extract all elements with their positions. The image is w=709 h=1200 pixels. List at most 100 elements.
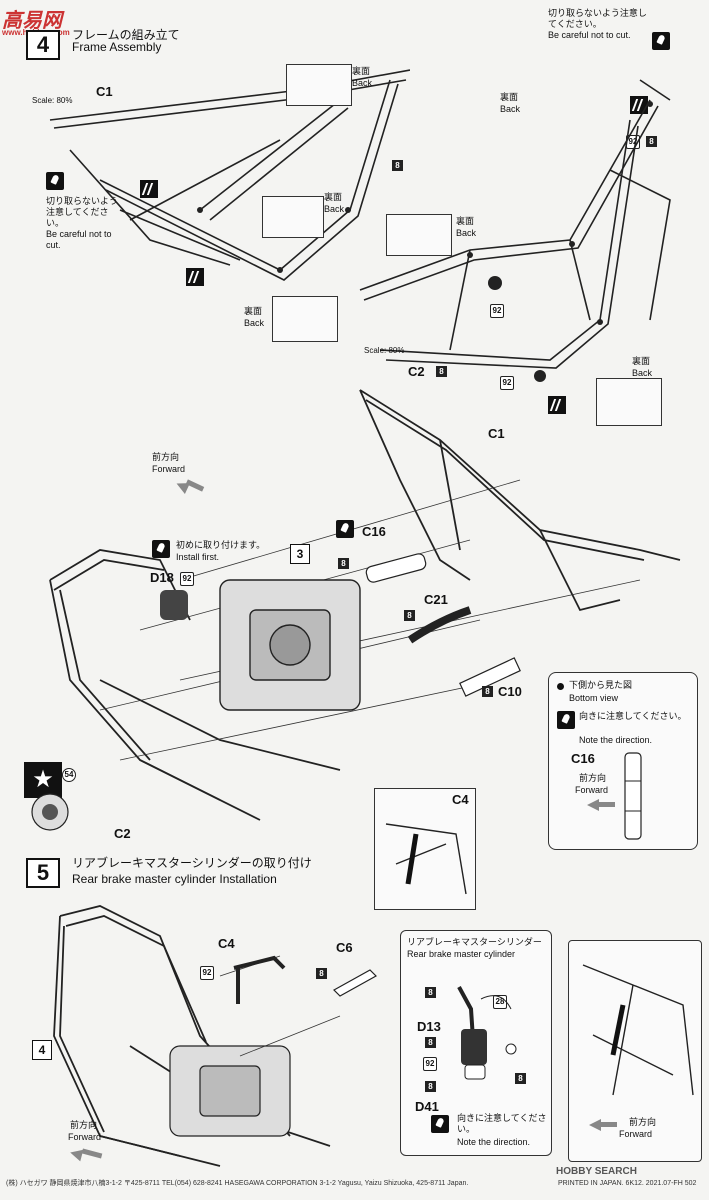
caution-icon	[652, 32, 670, 50]
part-number-8: 8	[392, 160, 403, 171]
forward-label-jp: 前方向	[579, 773, 607, 783]
part-d18-label: D18	[150, 570, 174, 585]
footer-brand: HOBBY SEARCH	[556, 1166, 637, 1177]
back-label-jp: 裏面	[244, 306, 263, 316]
back-label-en: Back	[244, 318, 265, 328]
part-d13-label: D13	[417, 1019, 441, 1034]
forward-arrow-icon	[589, 1119, 601, 1131]
part-number-92: 92	[423, 1057, 437, 1071]
caution-icon	[336, 520, 354, 538]
cement-icon	[548, 396, 566, 414]
part-c10-label: C10	[498, 684, 522, 699]
note-direction-en: Note the direction.	[579, 735, 653, 745]
back-label-en: Back	[324, 204, 345, 214]
caution-icon	[431, 1115, 449, 1133]
frame-c2-right-drawing	[359, 79, 671, 369]
part-number-8: 8	[425, 987, 436, 998]
part-d41-label: D41	[415, 1099, 439, 1114]
bottom-view-bullet	[557, 683, 564, 690]
part-c1-label-main: C1	[488, 426, 505, 441]
bottom-view-en: Bottom view	[569, 693, 619, 703]
part-number-8: 8	[436, 366, 447, 377]
forward-arrow-icon	[587, 799, 599, 811]
bottom-view-jp: 下側から見た図	[569, 680, 633, 690]
note-direction-en: Note the direction.	[457, 1137, 531, 1147]
back-label-jp: 裏面	[352, 66, 371, 76]
footer-print: PRINTED IN JAPAN. 6K12. 2021.07-FH 502	[558, 1180, 697, 1187]
caution-dont-cut-top-jp: 切り取らないよう注意してください。	[548, 8, 647, 29]
forward-label-jp: 前方向	[70, 1120, 98, 1130]
c4-detail-box	[374, 788, 476, 910]
part-number-92: 92	[200, 966, 214, 980]
note-direction-jp: 向きに注意してください。	[457, 1113, 547, 1134]
rear-brake-inset-jp: リアブレーキマスターシリンダー	[407, 937, 542, 947]
step5-title-jp: リアブレーキマスターシリンダーの取り付け	[72, 856, 312, 870]
back-label-jp: 裏面	[632, 356, 651, 366]
forward-label-en: Forward	[68, 1132, 102, 1142]
part-number-54: 54	[62, 768, 76, 782]
back-label-jp: 裏面	[456, 216, 475, 226]
caution-dont-cut-left-jp: 切り取らないよう注意してください。	[46, 196, 118, 228]
master-cylinder-drawing	[457, 986, 517, 1080]
step4-title-en: Frame Assembly	[72, 40, 162, 54]
part-number-8: 8	[316, 968, 327, 979]
back-detail-box	[386, 214, 452, 256]
rear-brake-detail-drawing	[582, 964, 694, 1096]
part-c2-label-right: C2	[408, 364, 425, 379]
back-detail-box	[286, 64, 352, 106]
step4-number: 4	[26, 30, 60, 60]
part-number-8: 8	[404, 610, 415, 621]
install-first-jp: 初めに取り付けます。	[176, 540, 266, 550]
forward-arrow-tail	[599, 802, 615, 807]
part-c4-label-top: C4	[452, 792, 469, 807]
caution-dont-cut-top-en: Be careful not to cut.	[548, 30, 631, 40]
part-c6-label: C6	[336, 940, 353, 955]
rear-brake-inset: リアブレーキマスターシリンダー Rear brake master cylind…	[400, 930, 552, 1156]
part-number-8: 8	[338, 558, 349, 569]
cement-icon	[630, 96, 648, 114]
frame-c1-top-drawing	[49, 69, 410, 281]
step-reference-3: 3	[290, 544, 310, 564]
frame-step5-drawing	[53, 905, 341, 1167]
caution-dont-cut-top: 切り取らないよう注意してください。 Be careful not to cut.	[548, 8, 648, 41]
forward-label-jp: 前方向	[629, 1117, 657, 1127]
part-number-8: 8	[425, 1081, 436, 1092]
bottom-view-inset: 下側から見た図 Bottom view 向きに注意してください。 Note th…	[548, 672, 698, 850]
back-label-en: Back	[632, 368, 653, 378]
part-c2-label-main: C2	[114, 826, 131, 841]
forward-label-jp: 前方向	[152, 452, 180, 462]
back-label-jp: 裏面	[324, 192, 343, 202]
decal-detail-drawing	[31, 793, 69, 831]
part-c16-label-inset: C16	[571, 751, 595, 766]
part-c21-label: C21	[424, 592, 448, 607]
rear-brake-inset-en: Rear brake master cylinder	[407, 949, 516, 959]
cement-icon	[186, 268, 204, 286]
back-label-en: Back	[456, 228, 477, 238]
black-knob-part	[534, 370, 546, 382]
forward-arrow-tail	[601, 1122, 617, 1127]
black-knob-part	[488, 276, 502, 290]
back-label-en: Back	[500, 104, 521, 114]
forward-label-en: Forward	[619, 1129, 653, 1139]
step-reference-4: 4	[32, 1040, 52, 1060]
part-number-8: 8	[646, 136, 657, 147]
part-c1-label-top: C1	[96, 84, 113, 99]
step5-number: 5	[26, 858, 60, 888]
note-direction-jp: 向きに注意してください。	[579, 711, 687, 721]
part-c16-label: C16	[362, 524, 386, 539]
forward-label-en: Forward	[575, 785, 609, 795]
caution-icon	[557, 711, 575, 729]
part-number-8: 8	[482, 686, 493, 697]
c16-bottom-drawing	[624, 752, 642, 840]
forward-label-en: Forward	[152, 464, 186, 474]
step5-title-en: Rear brake master cylinder Installation	[72, 872, 277, 886]
scale-label-right: Scale: 80%	[364, 346, 405, 355]
back-detail-box	[272, 296, 338, 342]
part-c4-drawing	[233, 955, 286, 1004]
install-first-en: Install first.	[176, 552, 220, 562]
part-number-8: 8	[425, 1037, 436, 1048]
c4-detail-drawing	[385, 823, 467, 895]
caution-icon	[46, 172, 64, 190]
step4-title-jp: フレームの組み立て	[72, 28, 180, 42]
